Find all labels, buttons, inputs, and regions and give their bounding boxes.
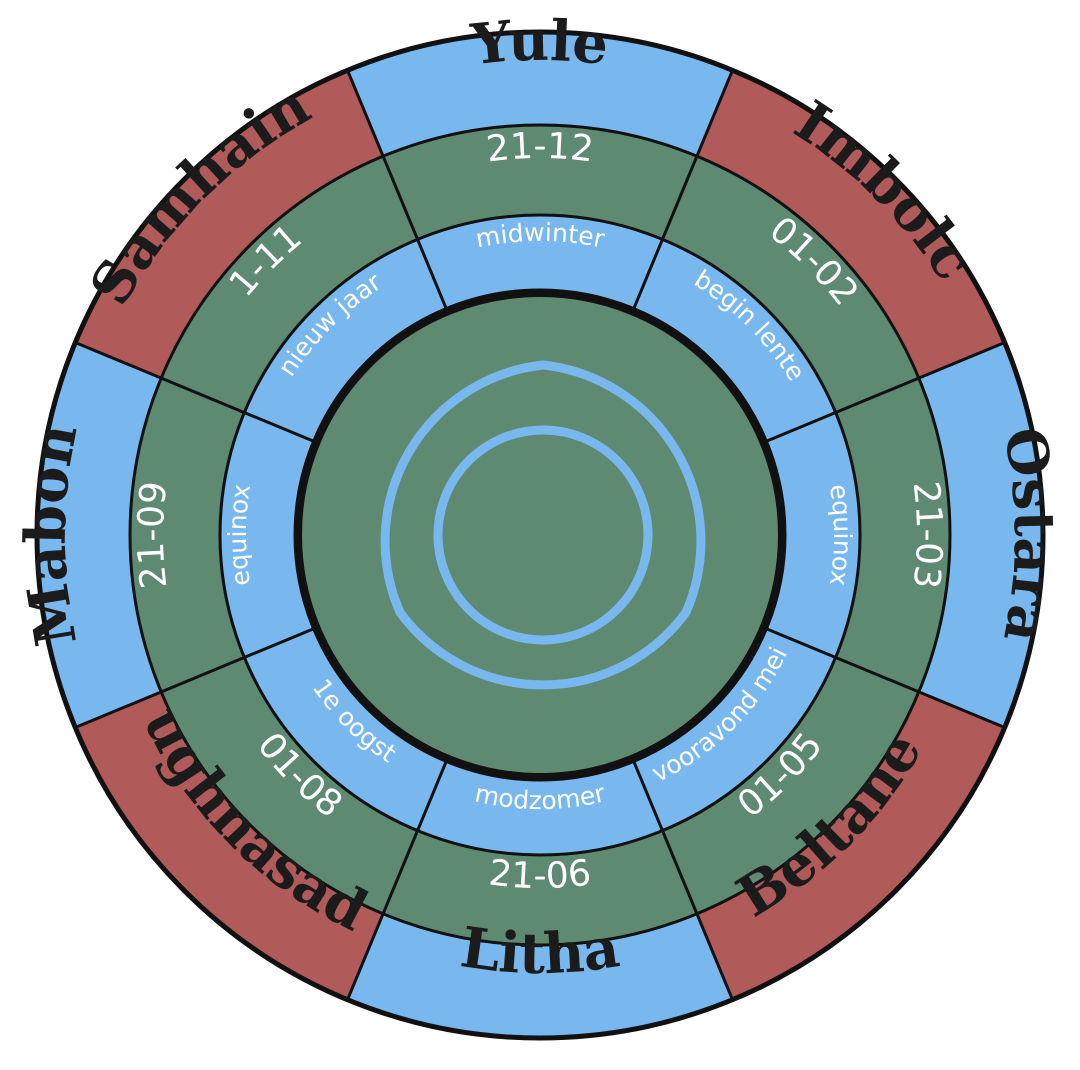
outer-segment-imbolc [696,70,1005,379]
triquetra-lobe [395,608,690,690]
date-segment-imbolc [662,156,919,413]
ring-outlines [34,29,1046,1041]
segment-divider [74,627,315,729]
segment-dividers [74,69,1006,1001]
segment-divider [346,69,448,310]
segment-divider [632,760,734,1001]
festival-date-litha: 21-06 [487,853,593,898]
meaning-segment-mabon [220,412,314,658]
meaning-segment-ostara [766,412,860,658]
date-segment-beltane [662,657,919,914]
outer-segment-litha [347,913,733,1038]
festival-name-mabon: Mabon [13,419,91,651]
segment-divider [346,760,448,1001]
segment-divider [632,69,734,310]
triquetra-icon [380,360,706,690]
meaning-segment-beltane [633,628,836,831]
meaning-segment-yule [417,215,663,309]
festival-name-ring [37,32,1043,1038]
date-segment-litha [383,830,697,945]
segment-divider [765,627,1006,729]
meaning-segment-lughnasadh [244,628,447,831]
outer-segment-samhain [75,70,384,379]
festival-date-ostara: 21-03 [905,479,949,590]
festival-date-mabon: 21-09 [131,479,175,590]
center-disc-fill [296,291,784,779]
date-segment-ostara [835,378,950,692]
festival-date-yule: 21-12 [484,126,595,170]
triquetra-ring [433,425,653,645]
triquetra-lobe [380,360,548,615]
festival-name-litha: Litha [457,914,624,987]
outer-segment-mabon [37,342,162,728]
festival-name-yule: Yule [467,8,611,79]
meaning-ring [220,215,860,855]
ring-outline [34,29,1046,1041]
outer-segment-ostara [918,342,1043,728]
center-disc [296,291,784,779]
date-ring [130,125,950,945]
meaning-segment-litha [417,761,663,855]
outer-segment-lughnasadh [75,691,384,1000]
meaning-segment-samhain [244,239,447,442]
date-segment-lughnasadh [161,657,418,914]
ring-outline [293,288,787,782]
ring-outline [128,123,952,947]
segment-divider [765,341,1006,443]
meaning-segment-imbolc [633,239,836,442]
date-segment-yule [383,125,697,240]
date-segment-mabon [130,378,245,692]
date-segment-samhain [161,156,418,413]
outer-segment-beltane [696,691,1005,1000]
outer-segment-yule [347,32,733,157]
ring-outline [218,213,862,857]
segment-divider [74,341,315,443]
festival-name-ostara: Ostara [990,423,1067,648]
